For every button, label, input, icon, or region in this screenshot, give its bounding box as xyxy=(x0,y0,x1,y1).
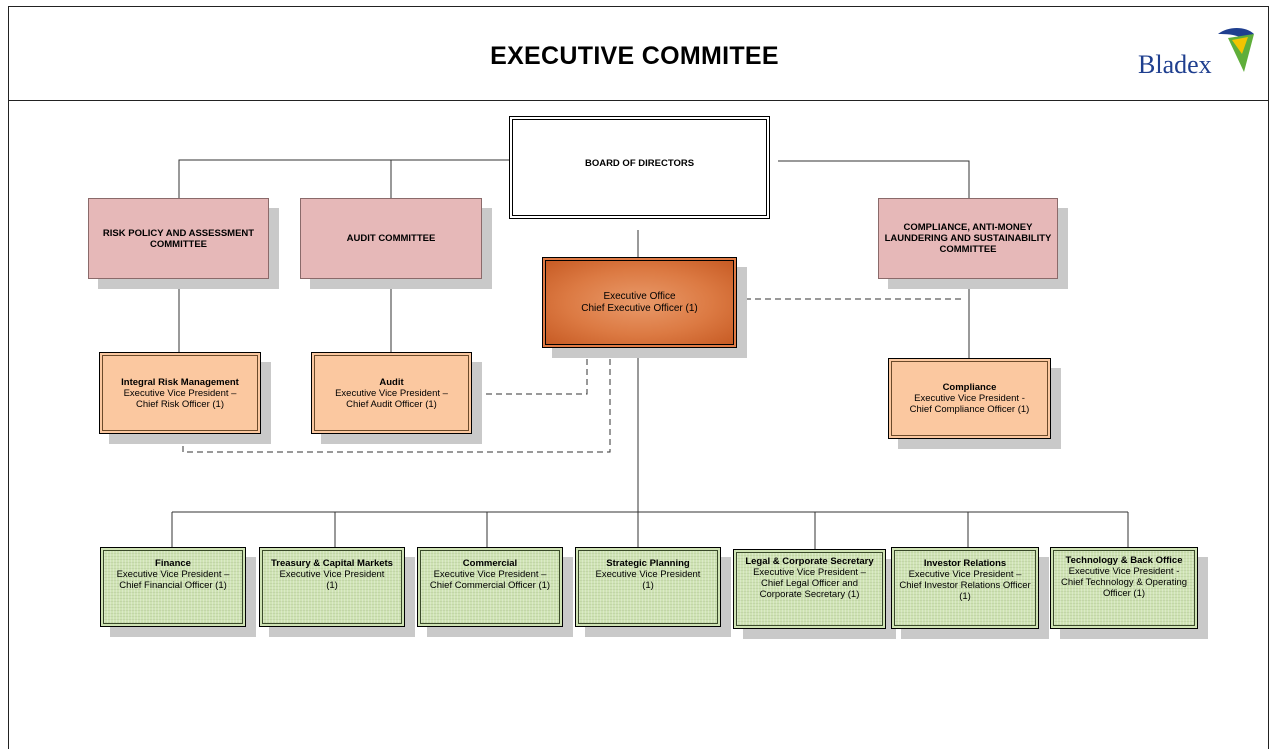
dept-line2: Chief Investor Relations Officer (1) xyxy=(899,580,1031,602)
dept-title: Strategic Planning xyxy=(606,558,690,569)
header-divider xyxy=(8,100,1269,101)
dept-strategic-planning-box: Strategic Planning Executive Vice Presid… xyxy=(575,547,721,627)
page-title: EXECUTIVE COMMITEE xyxy=(490,42,779,70)
audit-committee-label: AUDIT COMMITTEE xyxy=(346,233,436,244)
dept-line2: Chief Financial Officer (1) xyxy=(119,580,227,591)
bird-logo-icon xyxy=(1218,28,1254,72)
exec-to-audit-dashed xyxy=(484,349,588,395)
dept-line1: Executive Vice President xyxy=(595,569,701,580)
audit-officer-box: Audit Executive Vice President – Chief A… xyxy=(311,352,472,434)
risk-officer-line2: Chief Risk Officer (1) xyxy=(136,398,224,410)
dept-finance-box: Finance Executive Vice President – Chief… xyxy=(100,547,246,627)
dept-line1: Executive Vice President – xyxy=(433,569,547,580)
dept-line2: Chief Legal Officer and Corporate Secret… xyxy=(759,578,860,600)
dept-title: Legal & Corporate Secretary xyxy=(745,556,874,567)
dept-title: Commercial xyxy=(462,558,518,569)
exec-title: Executive Office xyxy=(603,290,676,302)
exec-to-risk-dashed xyxy=(182,349,611,453)
risk-officer-title: Integral Risk Management xyxy=(121,376,239,388)
compliance-officer-line1: Executive Vice President - xyxy=(914,393,1025,404)
compliance-officer-title: Compliance xyxy=(942,382,997,393)
compliance-officer-line2: Chief Compliance Officer (1) xyxy=(909,404,1030,415)
dept-title: Finance xyxy=(155,558,191,569)
compliance-committee-label: COMPLIANCE, ANTI-MONEY LAUNDERING AND SU… xyxy=(884,222,1052,255)
dept-line2: Chief Technology & Operating Officer (1) xyxy=(1060,577,1188,599)
dept-line1: Executive Vice President – xyxy=(753,567,866,578)
audit-committee-box: AUDIT COMMITTEE xyxy=(300,198,482,279)
dept-line2: (1) xyxy=(642,580,654,591)
audit-officer-title: Audit xyxy=(379,376,404,388)
exec-subtitle: Chief Executive Officer (1) xyxy=(581,302,698,314)
dept-title: Treasury & Capital Markets xyxy=(271,558,393,569)
compliance-committee-box: COMPLIANCE, ANTI-MONEY LAUNDERING AND SU… xyxy=(878,198,1058,279)
dept-line2: Chief Commercial Officer (1) xyxy=(429,580,551,591)
dept-line1: Executive Vice President – xyxy=(116,569,230,580)
dept-technology-box: Technology & Back Office Executive Vice … xyxy=(1050,547,1198,629)
board-of-directors-box: BOARD OF DIRECTORS xyxy=(512,119,767,216)
board-to-risk-line xyxy=(178,159,512,198)
dept-line1: Executive Vice President xyxy=(279,569,385,580)
risk-officer-box: Integral Risk Management Executive Vice … xyxy=(99,352,261,434)
compliance-officer-box: Compliance Executive Vice President - Ch… xyxy=(888,358,1051,439)
dept-line2: (1) xyxy=(326,580,338,591)
audit-officer-line1: Executive Vice President – xyxy=(335,387,448,399)
board-to-compliance-line xyxy=(778,160,970,198)
dept-title: Technology & Back Office xyxy=(1065,555,1183,566)
dept-title: Investor Relations xyxy=(923,558,1007,569)
risk-officer-line1: Executive Vice President – xyxy=(123,387,237,399)
logo-wordmark: Bladex xyxy=(1138,50,1212,79)
dept-commercial-box: Commercial Executive Vice President – Ch… xyxy=(417,547,563,627)
dept-legal-box: Legal & Corporate Secretary Executive Vi… xyxy=(733,549,886,629)
dept-investor-relations-box: Investor Relations Executive Vice Presid… xyxy=(891,547,1039,629)
dept-line1: Executive Vice President – xyxy=(908,569,1022,580)
risk-committee-label: RISK POLICY AND ASSESSMENT COMMITTEE xyxy=(102,227,255,250)
audit-officer-line2: Chief Audit Officer (1) xyxy=(346,398,437,410)
board-label: BOARD OF DIRECTORS xyxy=(584,158,695,169)
dept-line1: Executive Vice President - xyxy=(1068,566,1180,577)
executive-office-box: Executive Office Chief Executive Officer… xyxy=(545,260,734,345)
bladex-logo: Bladex xyxy=(1138,24,1262,82)
dept-treasury-box: Treasury & Capital Markets Executive Vic… xyxy=(259,547,405,627)
risk-committee-box: RISK POLICY AND ASSESSMENT COMMITTEE xyxy=(88,198,269,279)
